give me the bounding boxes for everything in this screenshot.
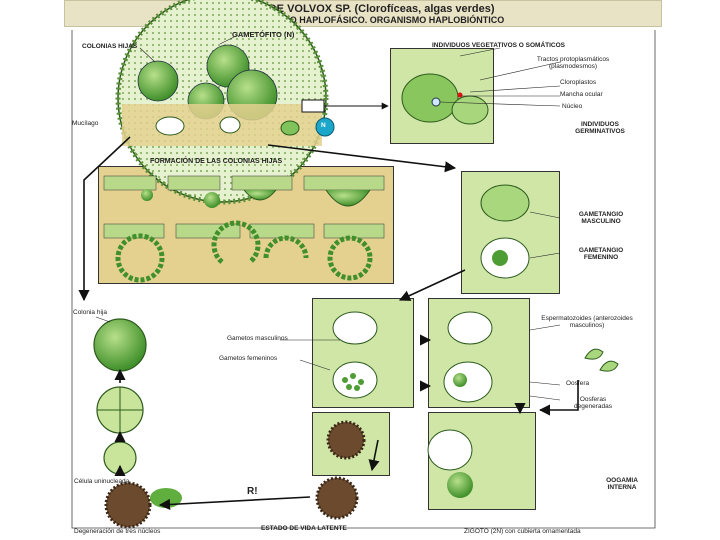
degeneracion-label: Degeneración de tres núcleos [74, 528, 161, 535]
diagram-title: CICLO DE VOLVOX SP. (Clorofíceas, algas … [231, 3, 495, 15]
gametofito-label: GAMETÓFITO (N) [232, 30, 295, 39]
diagram-subtitle: MONOGENÉTICO HAPLOFÁSICO. ORGANISMO HAPL… [221, 15, 505, 25]
oosferas-degeneradas-label: Oosferas degeneradas [574, 396, 612, 410]
n-marker-label: N [321, 122, 326, 129]
formation-row-2 [103, 220, 385, 283]
gametos-femeninos-label: Gametos femeninos [219, 355, 278, 362]
espermatozoides-label: Espermatozoides (anterozoides masculinos… [541, 315, 633, 329]
formation-row-1 [103, 175, 385, 208]
colonias-hijas-label: COLONIAS HIJAS [82, 43, 138, 50]
formacion-label: FORMACIÓN DE LAS COLONIAS HIJAS [150, 158, 283, 165]
cloroplastos-label: Cloroplastos [560, 79, 597, 86]
individuos-vegetativos-label: INDIVIDUOS VEGETATIVOS O SOMÁTICOS [432, 42, 566, 49]
oogamia-interna-label: OOGAMIA INTERNA [606, 477, 638, 491]
nucleo-label: Núcleo [562, 103, 583, 110]
individuos-germinativos-label: INDIVIDUOS GERMINATIVOS [575, 121, 625, 135]
colonia-hija-label: Colonia hija [73, 309, 107, 316]
zigoto-label: ZIGOTO (2N) con cubierta ornamentada [464, 528, 581, 535]
tractos-label: Tractos protoplasmáticos (plasmodesmos) [536, 56, 610, 70]
mucilago-label: Mucílago [72, 120, 99, 127]
gametangio-femenino-label: GAMETANGIO FEMENINO [578, 247, 624, 261]
gametos-masculinos-label: Gametos masculinos [227, 335, 288, 342]
mancha-ocular-label: Mancha ocular [560, 91, 603, 98]
main-colony [115, 0, 329, 205]
r-marker-label: R! [247, 486, 258, 497]
gametangio-masculino-label: GAMETANGIO MASCULINO [578, 211, 624, 225]
celula-uninucleada-label: Célula uninucleada [74, 478, 130, 485]
estado-latente-label: ESTADO DE VIDA LATENTE [261, 525, 347, 532]
oosfera-label: Oosfera [566, 380, 590, 387]
